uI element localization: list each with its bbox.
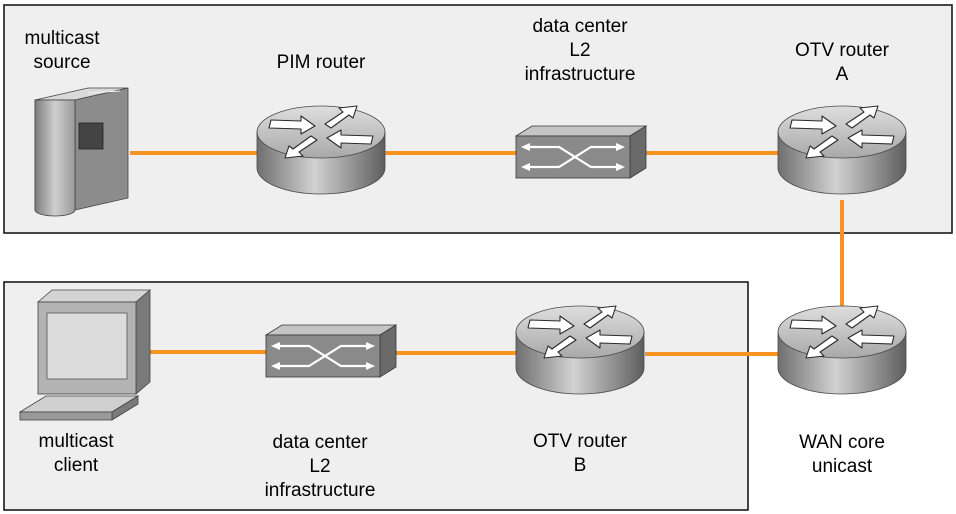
- label-multicast-client: multicast client: [38, 431, 114, 476]
- pim-router-icon: [256, 105, 386, 195]
- label-otv-router-a: OTV router A: [795, 40, 889, 85]
- server-icon: [34, 87, 129, 217]
- otv-router-a-icon: [777, 105, 907, 195]
- label-otv-router-b: OTV router B: [533, 431, 627, 476]
- switch-bottom-icon: [264, 323, 398, 379]
- label-dc-l2-bottom: data center L2 infrastructure: [264, 432, 376, 501]
- workstation-icon: [18, 289, 152, 421]
- label-multicast-source: multicast source: [24, 28, 100, 73]
- switch-top-icon: [514, 124, 648, 180]
- wan-core-router-icon: [777, 305, 907, 395]
- otv-router-b-icon: [515, 305, 645, 395]
- label-wan-core: WAN core unicast: [799, 432, 885, 477]
- label-dc-l2-top: data center L2 infrastructure: [524, 16, 636, 85]
- label-pim-router: PIM router: [276, 52, 366, 73]
